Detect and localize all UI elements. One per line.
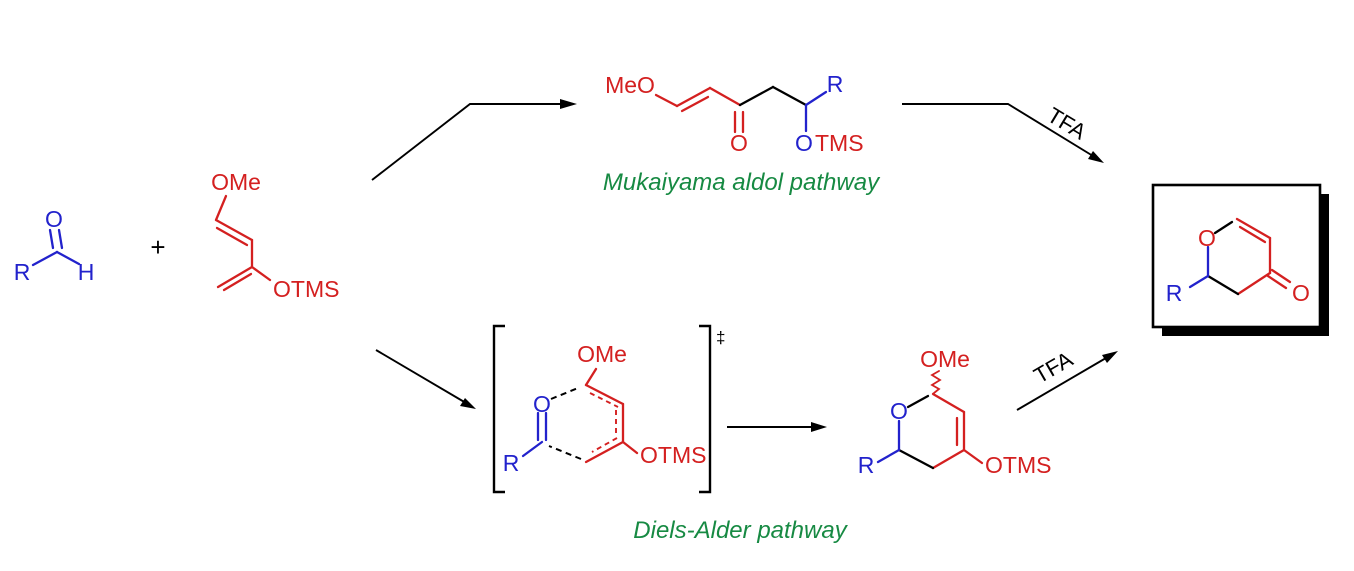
bond bbox=[931, 392, 966, 414]
ome-label: OMe bbox=[920, 346, 970, 372]
arrow-to-intermediate bbox=[727, 422, 827, 432]
ring-oxygen-label: O bbox=[890, 398, 908, 424]
aldol-adduct-structure: MeO O R O TMS bbox=[605, 71, 863, 156]
bond bbox=[1188, 274, 1210, 289]
double-dagger-symbol: ‡ bbox=[716, 328, 725, 347]
transition-state: ‡ O OMe OTMS R bbox=[492, 324, 725, 494]
product-box: O O R bbox=[1151, 183, 1329, 336]
bond bbox=[962, 448, 984, 465]
bond bbox=[584, 440, 625, 464]
right-bracket bbox=[699, 324, 712, 494]
ome-label: OMe bbox=[577, 341, 627, 367]
meo-label: MeO bbox=[605, 72, 655, 98]
arrow-head bbox=[560, 99, 577, 109]
arrow-head bbox=[1088, 151, 1104, 163]
arrow-line bbox=[371, 103, 566, 181]
otms-label: OTMS bbox=[985, 452, 1051, 478]
double-bond-line bbox=[222, 272, 253, 292]
bond bbox=[654, 93, 679, 108]
double-bond-line bbox=[675, 86, 712, 108]
new-bond bbox=[897, 448, 935, 470]
arrow-to-aldol bbox=[371, 99, 577, 181]
bond bbox=[214, 194, 228, 222]
bond bbox=[931, 448, 966, 470]
aldehyde-structure: R O H bbox=[14, 206, 95, 285]
new-bond bbox=[906, 394, 930, 409]
arrow-line bbox=[375, 349, 467, 404]
double-bond-line bbox=[57, 228, 64, 250]
bond bbox=[31, 250, 59, 267]
new-bond bbox=[1213, 220, 1234, 235]
r-substituent-label: R bbox=[503, 450, 520, 476]
cyclic-intermediate-structure: OMe O R OTMS bbox=[858, 346, 1052, 478]
bond bbox=[621, 440, 639, 455]
tfa-reagent-label: TFA bbox=[1043, 102, 1091, 144]
new-bond bbox=[1206, 274, 1240, 296]
double-bond-line bbox=[1266, 274, 1288, 290]
tfa-reagent-label: TFA bbox=[1030, 346, 1078, 388]
mukaiyama-pathway-caption: Mukaiyama aldol pathway bbox=[603, 169, 881, 196]
box-frame bbox=[1151, 183, 1322, 329]
r-substituent-label: R bbox=[827, 71, 844, 97]
tms-label: TMS bbox=[815, 130, 864, 156]
otms-label: OTMS bbox=[640, 442, 706, 468]
diene-structure: OMe OTMS bbox=[211, 169, 339, 302]
bond bbox=[521, 440, 544, 458]
ketone-oxygen-label: O bbox=[1292, 280, 1310, 306]
arrow-head bbox=[1102, 351, 1118, 363]
plus-sign: + bbox=[150, 232, 165, 262]
forming-bond-c-c bbox=[548, 445, 582, 460]
hydrogen-label: H bbox=[78, 259, 95, 285]
double-bond-line bbox=[48, 228, 55, 250]
bond bbox=[876, 448, 901, 464]
r-substituent-label: R bbox=[858, 452, 875, 478]
new-bond bbox=[738, 85, 775, 107]
double-bond-line bbox=[1235, 217, 1272, 240]
bond bbox=[708, 86, 742, 107]
arrow-to-transition-state bbox=[375, 349, 476, 409]
tfa-arrow-top: TFA bbox=[902, 102, 1104, 163]
bond bbox=[584, 383, 625, 406]
bond bbox=[584, 367, 598, 387]
double-bond-line bbox=[1238, 225, 1267, 244]
new-bond bbox=[771, 85, 808, 107]
double-bond-line bbox=[680, 95, 710, 113]
bond bbox=[1236, 271, 1272, 296]
r-substituent-label: R bbox=[14, 259, 31, 285]
arrow-line bbox=[1016, 357, 1107, 411]
ring-oxygen-label: O bbox=[533, 391, 551, 417]
ring-oxygen-label: O bbox=[1198, 225, 1216, 251]
silyl-oxygen-label: O bbox=[795, 130, 813, 156]
bond bbox=[55, 250, 81, 266]
r-substituent-label: R bbox=[1166, 280, 1183, 306]
ketone-oxygen-label: O bbox=[730, 130, 748, 156]
oxygen-label: O bbox=[45, 206, 63, 232]
diels-alder-pathway-caption: Diels-Alder pathway bbox=[633, 517, 848, 544]
double-bond-line bbox=[215, 226, 249, 247]
left-bracket bbox=[492, 324, 505, 494]
arrow-line bbox=[902, 103, 1094, 157]
partial-double-bond bbox=[591, 437, 618, 453]
double-bond-line bbox=[1270, 268, 1292, 284]
bond bbox=[250, 265, 272, 282]
otms-label: OTMS bbox=[273, 276, 339, 302]
bond bbox=[804, 90, 828, 107]
product-structure: O O R bbox=[1166, 217, 1310, 306]
double-bond-line bbox=[216, 265, 254, 289]
tfa-arrow-bottom: TFA bbox=[1016, 346, 1118, 411]
double-bond-line bbox=[214, 218, 254, 242]
ome-label: OMe bbox=[211, 169, 261, 195]
forming-bond-o-c bbox=[550, 387, 579, 400]
wavy-bond bbox=[930, 370, 942, 394]
arrow-head bbox=[460, 398, 476, 409]
arrow-head bbox=[811, 422, 827, 432]
